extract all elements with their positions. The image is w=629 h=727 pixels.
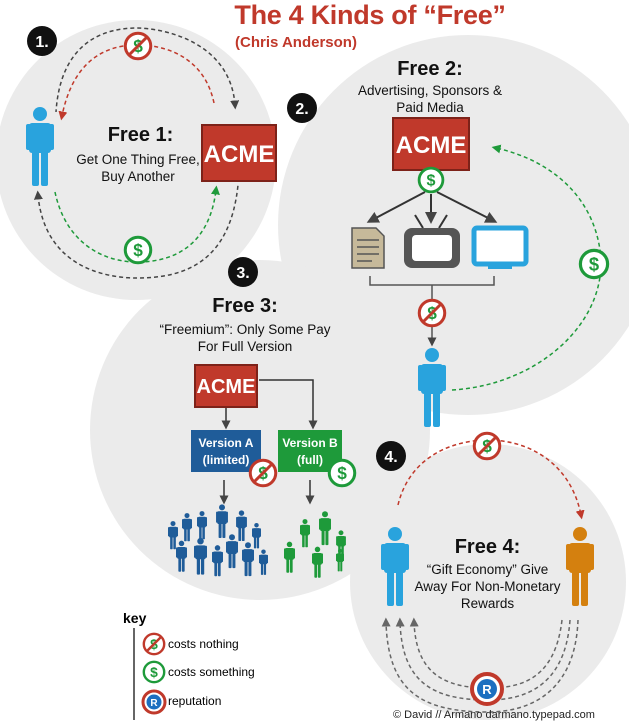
badge-3 (228, 257, 258, 287)
free4-free-dollar-icon (472, 431, 502, 461)
free4-reputation-letter: R (482, 682, 492, 697)
free1-line1: Get One Thing Free, (76, 152, 200, 167)
free2-acme-logo: ACME (392, 117, 470, 171)
badge-3-label: 3. (236, 265, 249, 282)
key-reputation-icon: R (141, 689, 167, 715)
version-b-sub: (full) (297, 453, 323, 467)
badge-1-label: 1. (35, 34, 48, 51)
page-title: The 4 Kinds of “Free” (234, 0, 506, 30)
version-a-free-dollar-icon (248, 458, 278, 488)
free3-heading: Free 3: (212, 295, 278, 317)
free1-acme-logo: ACME (201, 124, 277, 182)
print-media-icon (351, 227, 385, 269)
version-b-label: Version B (282, 436, 338, 450)
version-b-paid-dollar-icon (327, 458, 357, 488)
free3-arrow-b (259, 379, 318, 430)
version-a-sub: (limited) (203, 453, 250, 467)
free2-line2: Paid Media (396, 100, 464, 115)
free4-line1: “Gift Economy” Give (426, 562, 549, 577)
badge-4-label: 4. (384, 449, 397, 466)
free3-acme-label: ACME (197, 376, 256, 398)
free2-paid-dollar-icon (417, 166, 445, 194)
free1-circle (0, 20, 276, 300)
credit-line: © David // Armano darmano.typepad.com (393, 709, 595, 721)
free2-arrow-web (436, 191, 498, 223)
free4-line3: Rewards (460, 596, 515, 611)
badge-2 (287, 93, 317, 123)
free2-acme-label: ACME (396, 132, 467, 159)
key-costs-something-icon (142, 660, 166, 684)
free4-line2: Away For Non-Monetary (414, 579, 561, 594)
key-costs-nothing-icon (142, 632, 166, 656)
free2-arrow-print (366, 191, 426, 223)
free4-reputation-icon: R (470, 672, 504, 706)
free3-line1: “Freemium”: Only Some Pay (159, 322, 331, 337)
version-a-box: Version A (limited) (191, 430, 261, 472)
free2-advertiser-dollar-icon (578, 248, 610, 280)
key-costs-nothing-label: costs nothing (168, 637, 239, 651)
badge-2-label: 2. (295, 101, 308, 118)
key-costs-something-label: costs something (168, 665, 255, 679)
free1-top-outer-arrow (55, 27, 240, 113)
free2-free-dollar-icon (417, 298, 447, 328)
free2-return-green-arrow (451, 144, 602, 391)
free1-line2: Buy Another (101, 169, 175, 184)
free1-heading: Free 1: (107, 124, 174, 146)
free3-line2: For Full Version (197, 339, 293, 354)
key-reputation-letter: R (150, 698, 158, 709)
page-subtitle: (Chris Anderson) (235, 34, 357, 51)
free1-free-dollar-icon (123, 31, 153, 61)
free1-paid-dollar-icon (123, 235, 153, 265)
badge-4 (376, 441, 406, 471)
free4-heading: Free 4: (454, 536, 521, 558)
web-monitor-icon (471, 225, 529, 269)
free1-bottom-green-arrow (54, 185, 220, 263)
version-a-label: Version A (199, 436, 254, 450)
badge-1 (27, 26, 57, 56)
key-title: key (123, 610, 147, 626)
free2-heading: Free 2: (397, 58, 463, 80)
key-reputation-label: reputation (168, 694, 222, 708)
free3-acme-logo: ACME (194, 364, 258, 408)
free1-acme-label: ACME (204, 141, 275, 168)
free4-reputation-arrow-outer (381, 617, 579, 713)
free2-line1: Advertising, Sponsors & (357, 83, 503, 98)
free1-bottom-outer-arrow (33, 184, 239, 279)
tv-icon (404, 214, 460, 268)
